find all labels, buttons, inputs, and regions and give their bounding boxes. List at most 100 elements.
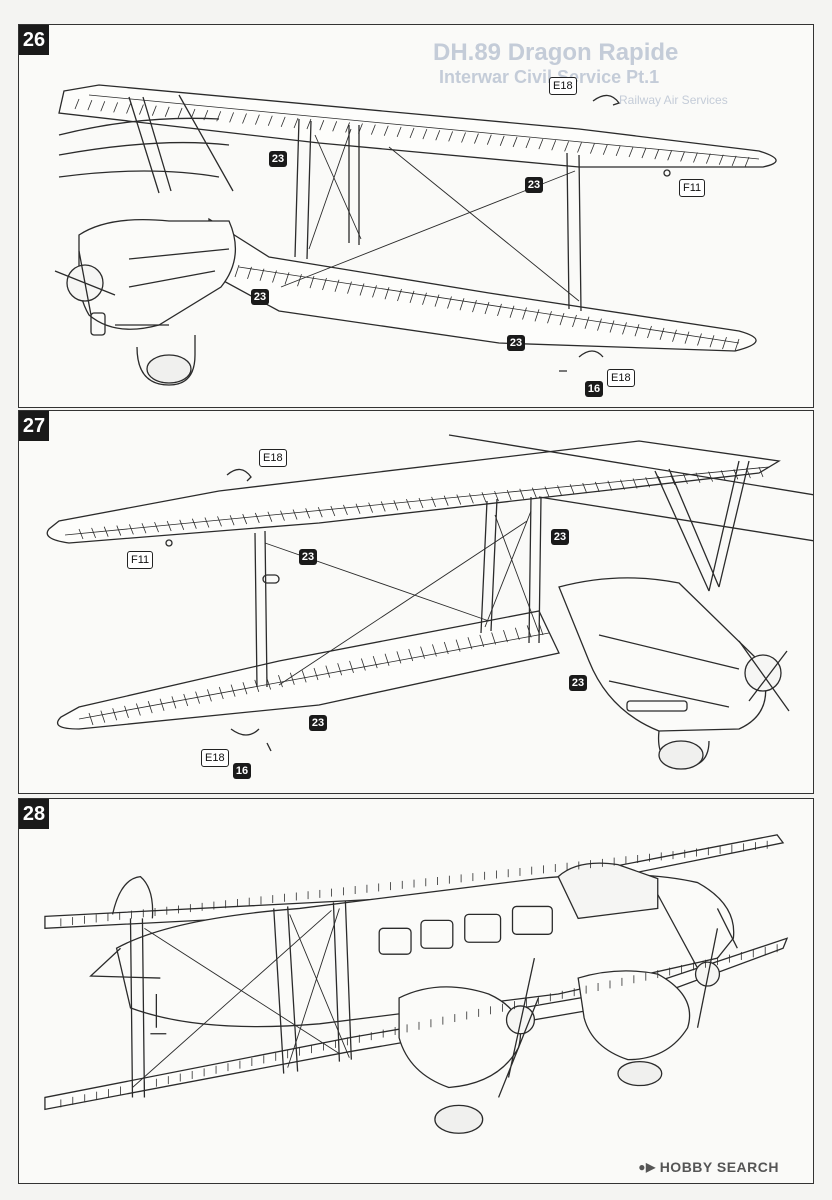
wing-rib-line	[229, 112, 234, 123]
wing-rib-line	[590, 143, 595, 154]
wing-rib-line	[584, 316, 590, 329]
wing-rib-line	[572, 314, 577, 328]
wing-rib-line	[406, 498, 411, 510]
wing-rib-line	[468, 493, 474, 504]
wing-rib-line	[615, 145, 621, 156]
wing-rib-line	[330, 505, 336, 517]
wing-rib-line	[559, 312, 565, 326]
step-number-badge: 26	[19, 25, 49, 55]
step-27-panel: 27	[18, 410, 814, 794]
wing-rib-line	[349, 660, 354, 674]
callout-part-16: 16	[585, 381, 603, 397]
wing-rib-line	[434, 294, 440, 307]
wing-rib-line	[190, 108, 196, 120]
wing-rib-line	[432, 644, 437, 657]
wing-rib-line	[693, 152, 698, 163]
wing-rib-line	[396, 126, 402, 138]
wing-rib-line	[337, 663, 343, 676]
callout-F11: F11	[127, 551, 154, 569]
wing-rib-line	[100, 710, 106, 723]
wing-rib-line	[179, 519, 185, 530]
wing-rib-line	[418, 497, 424, 509]
wing-rib-line	[128, 524, 134, 535]
hobby-search-watermark: ●▶ HOBBY SEARCH	[638, 1159, 779, 1175]
wing-rib-line	[242, 682, 248, 695]
wing-rib-line	[456, 494, 462, 505]
wing-rib-line	[609, 320, 615, 333]
wing-rib-line	[672, 329, 677, 342]
wing-rib-line	[708, 471, 714, 482]
wing-rib-line	[494, 490, 499, 502]
wing-rib-line	[657, 476, 663, 487]
wing-rib-line	[628, 146, 634, 158]
wing-rib-line	[718, 154, 724, 165]
wing-rib-line	[514, 627, 520, 640]
wing-rib-line	[372, 656, 378, 669]
wing-rib-line	[654, 149, 660, 160]
wing-rib-line	[734, 338, 740, 352]
wing-rib-line	[217, 516, 222, 527]
wing-rib-line	[301, 670, 307, 683]
wing-rib-line	[305, 508, 311, 519]
wing-rib-line	[266, 677, 272, 690]
wing-rib-line	[280, 510, 285, 521]
wing-rib-line	[255, 114, 260, 125]
wing-rib-line	[680, 151, 685, 162]
wing-rib-line	[229, 515, 235, 526]
wing-rib-line	[259, 268, 265, 281]
wing-rib-line	[159, 698, 165, 711]
hobby-search-logo-icon: ●▶	[638, 1160, 656, 1174]
wing-rib-line	[280, 116, 286, 127]
callout-E18-lower: E18	[201, 749, 229, 767]
wing-rib-line	[697, 333, 702, 346]
wing-rib-line	[557, 485, 562, 496]
wing-rib-line	[124, 705, 129, 719]
wing-rib-line	[409, 127, 415, 139]
wing-rib-line	[384, 287, 390, 300]
wing-rib-line	[177, 107, 183, 119]
wing-rib-line	[284, 272, 290, 285]
wing-rib-line	[667, 150, 673, 161]
wing-rib-line	[602, 144, 608, 155]
step-26-panel: 26 DH.89 Dragon Rapide Interwar Civil Se…	[18, 24, 814, 408]
wing-rib-line	[597, 318, 602, 331]
wing-rib-line	[234, 264, 240, 278]
wing-rib-line	[744, 156, 750, 168]
wing-rib-line	[632, 478, 638, 489]
wing-rib-line	[103, 526, 109, 537]
wing-rib-line	[577, 142, 582, 153]
callout-E18-lower: E18	[607, 369, 635, 387]
callout-part-23-b: 23	[299, 549, 317, 565]
wing-rib-line	[380, 501, 386, 512]
wing-rib-line	[112, 708, 118, 721]
step-number-badge: 27	[19, 411, 49, 441]
wing-rib-line	[359, 283, 365, 296]
wing-rib-line	[272, 270, 277, 283]
wing-rib-line	[292, 509, 298, 520]
wing-rib-line	[91, 527, 96, 539]
wing-rib-line	[164, 106, 170, 117]
wing-rib-line	[670, 474, 676, 486]
wing-rib-line	[484, 301, 490, 315]
callout-part-23-d: 23	[507, 335, 525, 351]
wing-rib-line	[267, 115, 273, 126]
wing-rib-line	[218, 686, 224, 700]
wing-rib-line	[641, 147, 647, 159]
callout-part-23-d: 23	[309, 715, 327, 731]
callout-E18-upper: E18	[259, 449, 287, 467]
wing-rib-line	[151, 105, 157, 116]
watermark-brand-text: HOBBY SEARCH	[659, 1159, 779, 1175]
wing-rib-line	[230, 684, 236, 697]
wing-rib-line	[254, 679, 260, 692]
wing-rib-line	[242, 513, 248, 525]
wing-rib-line	[183, 693, 189, 707]
wing-rib-line	[408, 648, 414, 662]
wing-rib-line	[126, 103, 131, 114]
wing-rib-line	[154, 521, 159, 533]
wing-rib-line	[278, 674, 283, 688]
wing-rib-line	[409, 290, 415, 304]
wing-rib-line	[459, 298, 465, 311]
wing-rib-line	[620, 479, 625, 490]
wing-rib-line	[422, 292, 427, 305]
wing-rib-line	[647, 325, 652, 339]
